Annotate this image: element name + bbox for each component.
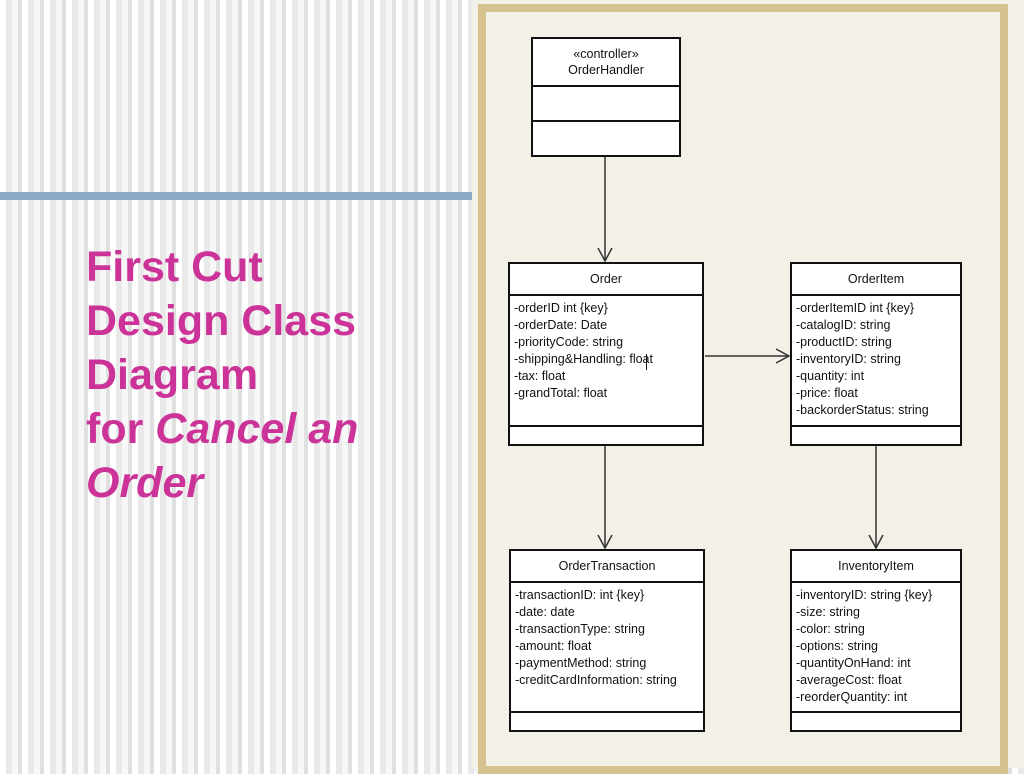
class-order-transaction: OrderTransaction -transactionID: int {ke…: [509, 549, 705, 732]
title-line-4: for Cancel an: [86, 402, 466, 456]
class-name: InventoryItem: [838, 559, 914, 573]
header-rule: [0, 192, 472, 200]
attribute: -paymentMethod: string: [515, 656, 647, 670]
attribute: -orderItemID int {key}: [796, 301, 915, 315]
class-name: OrderItem: [847, 272, 905, 286]
title-line-3: Diagram: [86, 351, 259, 399]
attribute: -options: string: [796, 639, 878, 653]
class-header: OrderTransaction: [511, 551, 703, 583]
attribute: -grandTotal: float: [514, 386, 608, 400]
class-name: OrderHandler: [568, 63, 644, 77]
arrow-orderitem-to-inventory: [868, 446, 884, 550]
methods-compartment: [792, 711, 960, 730]
attribute: -orderID int {key}: [514, 301, 608, 315]
attributes-compartment: [533, 87, 679, 122]
attribute: -backorderStatus: string: [796, 403, 929, 417]
attributes-compartment: -inventoryID: string {key} -size: string…: [792, 583, 960, 711]
attribute: -transactionType: string: [515, 622, 645, 636]
class-header: «controller» OrderHandler: [533, 39, 679, 87]
attribute: -productID: string: [796, 335, 892, 349]
title-line-1: First Cut: [86, 243, 263, 291]
methods-compartment: [510, 425, 702, 444]
title-cancel-an: Cancel an: [155, 405, 359, 453]
class-name: Order: [590, 272, 622, 286]
class-order: Order -orderID int {key} -orderDate: Dat…: [508, 262, 704, 446]
arrow-handler-to-order: [597, 157, 613, 263]
methods-compartment: [533, 122, 679, 155]
attribute: -catalogID: string: [796, 318, 891, 332]
class-header: InventoryItem: [792, 551, 960, 583]
attribute: -orderDate: Date: [514, 318, 608, 332]
attribute: -averageCost: float: [796, 673, 902, 687]
attribute: -shipping&Handling: float: [514, 352, 653, 366]
attribute: -color: string: [796, 622, 865, 636]
attributes-compartment: -orderItemID int {key} -catalogID: strin…: [792, 296, 960, 425]
methods-compartment: [511, 711, 703, 730]
class-order-item: OrderItem -orderItemID int {key} -catalo…: [790, 262, 962, 446]
title-line-5: Order: [86, 456, 466, 510]
attribute: -price: float: [796, 386, 858, 400]
title-line-2: Design Class: [86, 297, 357, 345]
arrow-order-to-orderitem: [705, 348, 791, 364]
attributes-compartment: -transactionID: int {key} -date: date -t…: [511, 583, 703, 711]
attribute: -quantityOnHand: int: [796, 656, 911, 670]
class-stereotype: «controller»: [573, 47, 639, 61]
text-cursor-icon: [646, 354, 647, 370]
attribute: -inventoryID: string: [796, 352, 901, 366]
class-order-handler: «controller» OrderHandler: [531, 37, 681, 157]
attribute: -quantity: int: [796, 369, 865, 383]
attribute: -size: string: [796, 605, 860, 619]
arrow-order-to-transaction: [597, 446, 613, 550]
class-header: Order: [510, 264, 702, 296]
slide-title: First Cut Design Class Diagram for Cance…: [86, 240, 466, 510]
attribute: -creditCardInformation: string: [515, 673, 677, 687]
attribute: -transactionID: int {key}: [515, 588, 645, 602]
attributes-compartment: -orderID int {key} -orderDate: Date -pri…: [510, 296, 702, 425]
attribute: -priorityCode: string: [514, 335, 624, 349]
class-name: OrderTransaction: [558, 559, 656, 573]
title-for: for: [86, 405, 156, 453]
attribute: -inventoryID: string {key}: [796, 588, 933, 602]
attribute: -tax: float: [514, 369, 566, 383]
attribute: -amount: float: [515, 639, 592, 653]
methods-compartment: [792, 425, 960, 444]
class-header: OrderItem: [792, 264, 960, 296]
class-inventory-item: InventoryItem -inventoryID: string {key}…: [790, 549, 962, 732]
title-order: Order: [86, 459, 204, 507]
attribute: -reorderQuantity: int: [796, 690, 908, 704]
attribute: -date: date: [515, 605, 575, 619]
